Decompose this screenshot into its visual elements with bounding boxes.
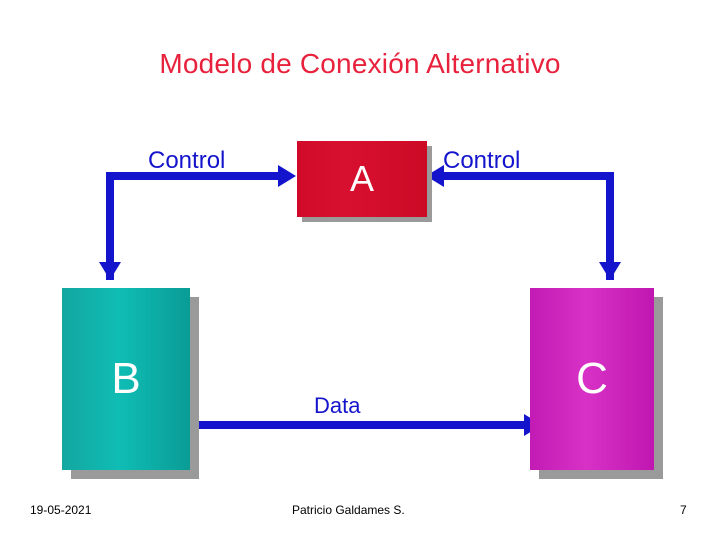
page-title: Modelo de Conexión Alternativo — [159, 48, 561, 79]
data-arrow-line — [196, 421, 524, 429]
node-c-label: C — [576, 354, 608, 403]
right-control-arrowhead-down-icon — [599, 262, 621, 280]
edge-label-data: Data — [314, 393, 361, 418]
node-a[interactable]: A — [297, 141, 427, 217]
right-control-arrow-vertical — [606, 172, 614, 280]
edge-label-left-control: Control — [148, 147, 226, 174]
footer-author: Patricio Galdames S. — [292, 503, 405, 517]
left-control-arrowhead-right-icon — [278, 165, 296, 187]
node-b-label: B — [111, 354, 141, 403]
right-control-arrow-horizontal — [444, 172, 614, 180]
left-control-arrow-vertical — [106, 172, 114, 280]
node-a-label: A — [349, 158, 374, 199]
node-b[interactable]: B — [62, 288, 190, 470]
node-c[interactable]: C — [530, 288, 654, 470]
footer-page-number: 7 — [680, 503, 687, 517]
left-control-arrowhead-down-icon — [99, 262, 121, 280]
footer-date: 19-05-2021 — [30, 503, 92, 517]
left-control-arrow-horizontal — [106, 172, 280, 180]
edge-label-right-control: Control — [443, 147, 521, 174]
